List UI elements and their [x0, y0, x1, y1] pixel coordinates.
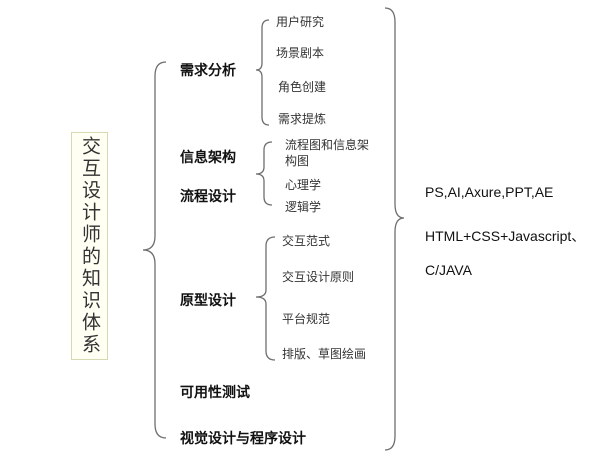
category-flow-design: 流程设计	[180, 189, 236, 205]
category-information-architecture: 信息架构	[180, 150, 236, 166]
item-interaction-paradigm: 交互范式	[282, 234, 331, 248]
category-visual-and-programming: 视觉设计与程序设计	[180, 431, 306, 447]
tool-web-languages: HTML+CSS+Javascript、	[425, 228, 586, 244]
tool-design-software: PS,AI,Axure,PPT,AE	[425, 184, 554, 200]
item-scenario-script: 场景剧本	[276, 46, 325, 60]
item-platform-guidelines: 平台规范	[282, 312, 331, 326]
tools-brace-icon	[384, 7, 405, 451]
item-user-research: 用户研究	[276, 15, 325, 29]
item-psychology: 心理学	[285, 178, 322, 192]
brace-flow-icon	[255, 141, 273, 206]
brace-requirements-icon	[255, 19, 270, 126]
diagram-title: 交互设计师的知识体系	[79, 136, 101, 356]
category-usability-testing: 可用性测试	[180, 385, 250, 401]
item-requirement-refinement: 需求提炼	[278, 112, 327, 126]
title-box: 交互设计师的知识体系	[71, 132, 108, 360]
main-brace-icon	[142, 61, 167, 439]
tool-programming-languages: C/JAVA	[425, 262, 472, 278]
item-layout-sketching: 排版、草图绘画	[282, 347, 367, 361]
brace-prototype-icon	[255, 236, 276, 361]
category-prototype-design: 原型设计	[180, 293, 236, 309]
category-requirements-analysis: 需求分析	[180, 63, 236, 79]
item-persona-creation: 角色创建	[278, 80, 327, 94]
item-flowchart-ia-line1: 流程图和信息架	[285, 138, 370, 152]
item-interaction-principles: 交互设计原则	[282, 270, 355, 284]
item-logic: 逻辑学	[285, 200, 322, 214]
item-flowchart-ia-line2: 构图	[285, 154, 310, 168]
